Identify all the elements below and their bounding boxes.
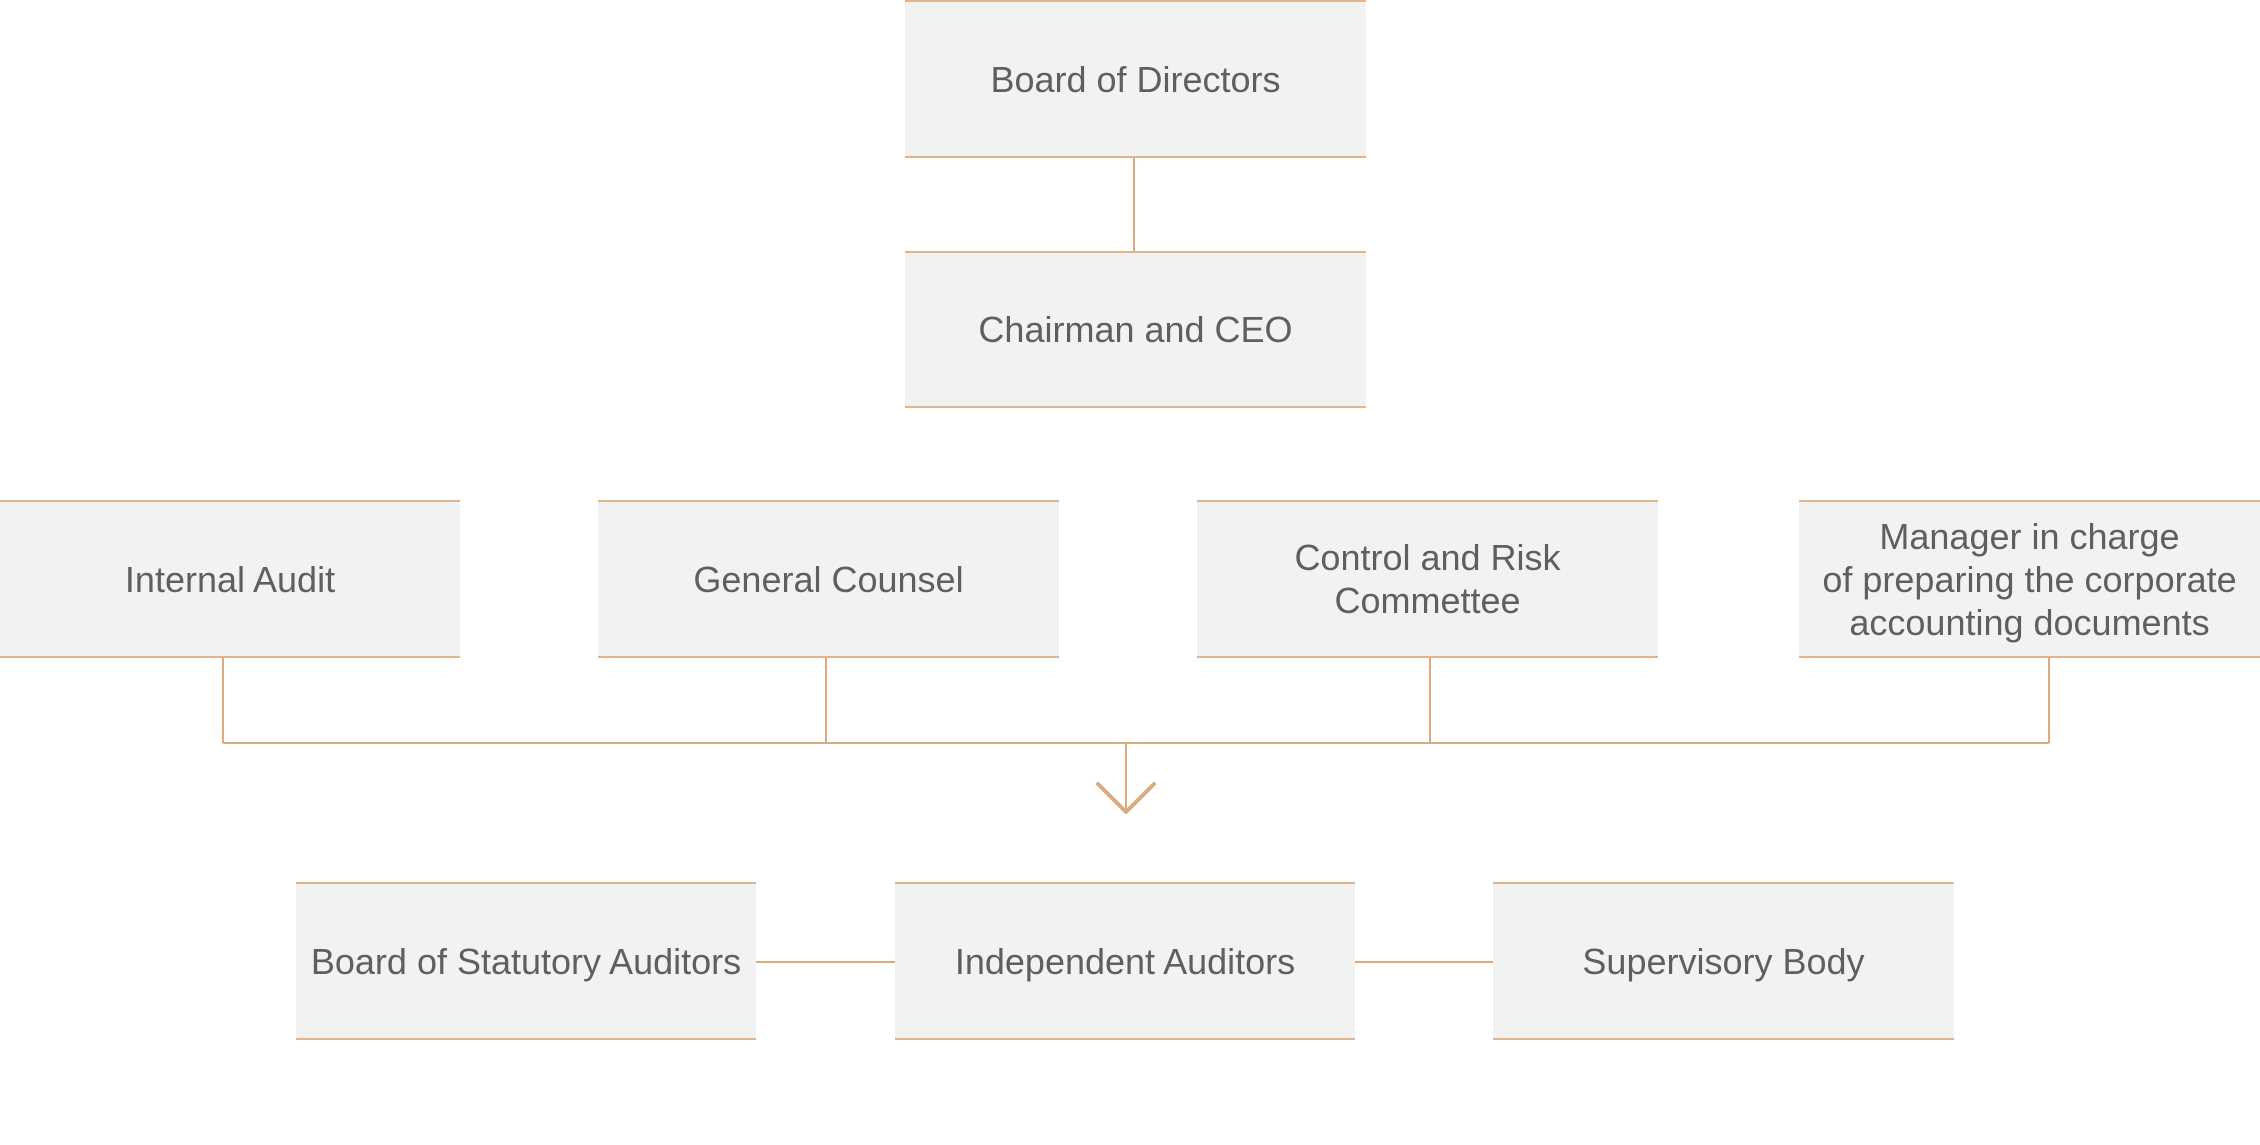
internal-audit-box: Internal Audit <box>0 500 460 658</box>
independent-auditors-box: Independent Auditors <box>895 882 1355 1040</box>
board-of-directors-label: Board of Directors <box>990 58 1281 100</box>
statutory-auditors-label: Board of Statutory Auditors <box>310 940 742 982</box>
general-counsel-box: General Counsel <box>598 500 1059 658</box>
control-risk-committee-box: Control and Risk Commettee <box>1197 500 1658 658</box>
chairman-ceo-box: Chairman and CEO <box>905 251 1366 408</box>
chairman-ceo-label: Chairman and CEO <box>978 309 1293 350</box>
independent-auditors-label: Independent Auditors <box>954 940 1296 982</box>
supervisory-body-label: Supervisory Body <box>1582 940 1865 982</box>
chevron-down-icon <box>1096 782 1156 814</box>
board-of-directors-box: Board of Directors <box>905 0 1366 158</box>
general-counsel-label: General Counsel <box>693 558 964 600</box>
accounting-manager-label: Manager in charge of preparing the corpo… <box>1822 515 2237 643</box>
internal-audit-label: Internal Audit <box>124 558 336 600</box>
statutory-auditors-box: Board of Statutory Auditors <box>296 882 756 1040</box>
accounting-manager-box: Manager in charge of preparing the corpo… <box>1799 500 2260 658</box>
supervisory-body-box: Supervisory Body <box>1493 882 1954 1040</box>
control-risk-committee-label: Control and Risk Commettee <box>1294 537 1561 621</box>
